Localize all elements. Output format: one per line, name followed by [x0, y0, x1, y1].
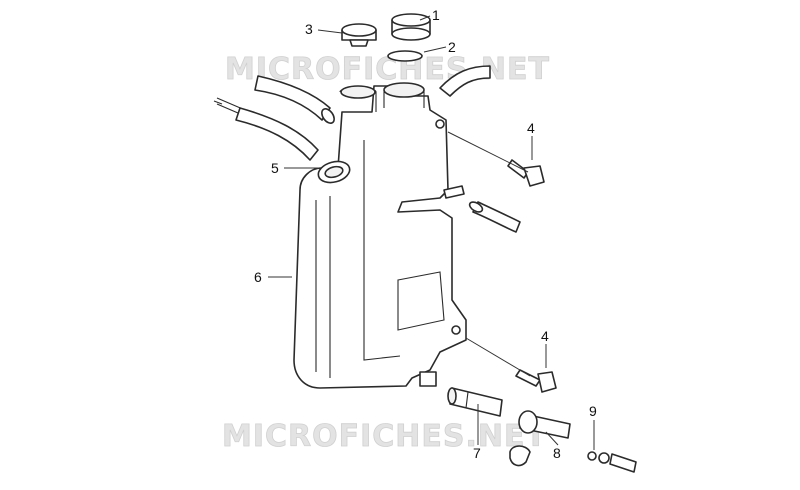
expansion-tank — [293, 82, 467, 389]
grommet — [317, 160, 351, 184]
watermark-bottom: MICROFICHES.NET — [222, 419, 547, 454]
callout-8: 8 — [553, 445, 561, 461]
callout-6: 6 — [254, 269, 262, 285]
hose-upper-right — [439, 65, 491, 97]
small-clip — [587, 451, 637, 473]
callout-9: 9 — [589, 403, 597, 419]
leader-lines — [268, 15, 595, 450]
callout-4-upper: 4 — [527, 120, 535, 136]
callout-2: 2 — [448, 39, 456, 55]
upper-bolt — [507, 159, 545, 187]
callout-4-lower: 4 — [541, 328, 549, 344]
lower-bolt — [515, 369, 557, 393]
outlet-pipe — [447, 387, 503, 417]
wire-harness — [213, 97, 319, 161]
hose-upper-left — [254, 75, 335, 124]
o-ring — [387, 50, 423, 62]
callout-7: 7 — [473, 445, 481, 461]
callout-5: 5 — [271, 160, 279, 176]
vent-cap — [341, 23, 377, 47]
callout-3: 3 — [305, 21, 313, 37]
filler-cap — [391, 13, 431, 41]
hose-right — [468, 201, 521, 233]
tap-fitting — [509, 410, 571, 467]
callout-1: 1 — [432, 7, 440, 23]
